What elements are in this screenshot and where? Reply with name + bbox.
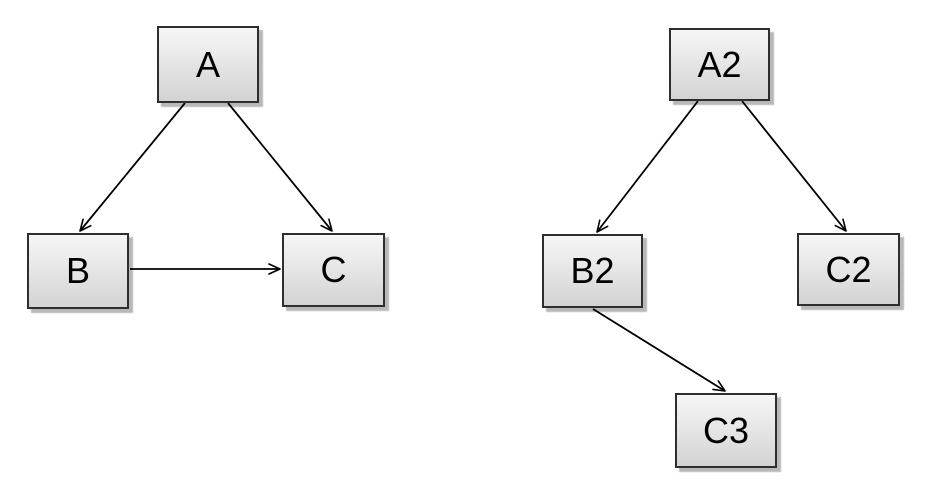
node-a: A bbox=[157, 26, 259, 103]
node-label-b: B bbox=[65, 250, 90, 291]
node-label-b2: B2 bbox=[570, 250, 615, 291]
node-label-c: C bbox=[320, 249, 347, 290]
node-label-c2: C2 bbox=[825, 248, 872, 290]
node-label-c3: C3 bbox=[702, 409, 750, 451]
node-a2: A2 bbox=[669, 28, 770, 101]
node-c: C bbox=[282, 233, 385, 307]
node-label-a: A bbox=[195, 43, 220, 85]
node-b2: B2 bbox=[542, 234, 643, 308]
node-label-a2: A2 bbox=[697, 43, 742, 85]
node-c3: C3 bbox=[675, 393, 777, 468]
node-c2: C2 bbox=[797, 233, 900, 306]
node-b: B bbox=[27, 233, 129, 309]
